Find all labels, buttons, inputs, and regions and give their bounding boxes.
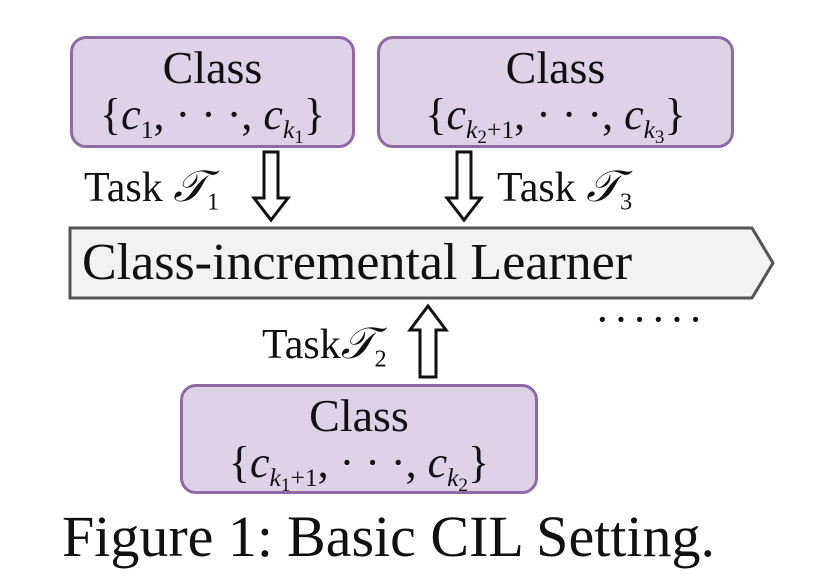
- more-tasks-ellipsis: ······: [595, 295, 707, 344]
- caption-label: Figure 1:: [62, 504, 274, 569]
- class-set: {ck1+1, · · ·, ck2}: [228, 438, 490, 496]
- class-title: Class: [309, 390, 409, 441]
- figure-caption: Figure 1:Basic CIL Setting.: [62, 508, 715, 566]
- class-box-2: Class {ck1+1, · · ·, ck2}: [180, 384, 538, 496]
- arrow-down-icon: [250, 150, 292, 223]
- task-label-2: Task𝒯2: [262, 318, 387, 373]
- arrow-up-icon: [407, 303, 449, 379]
- class-title: Class: [162, 42, 263, 93]
- learner-box: [68, 226, 775, 300]
- caption-text: Basic CIL Setting.: [287, 504, 716, 569]
- class-box-3: Class {ck2+1, · · ·, ck3}: [377, 36, 734, 148]
- class-title: Class: [505, 42, 606, 93]
- task-label-1: Task 𝒯1: [84, 161, 220, 216]
- arrow-down-icon: [443, 150, 485, 223]
- class-set: {c1, · · ·, ck1}: [100, 90, 325, 148]
- class-set: {ck2+1, · · ·, ck3}: [425, 90, 686, 148]
- learner-label: Class-incremental Learner: [82, 234, 633, 291]
- task-label-3: Task 𝒯3: [497, 161, 633, 216]
- class-box-1: Class {c1, · · ·, ck1}: [70, 36, 355, 148]
